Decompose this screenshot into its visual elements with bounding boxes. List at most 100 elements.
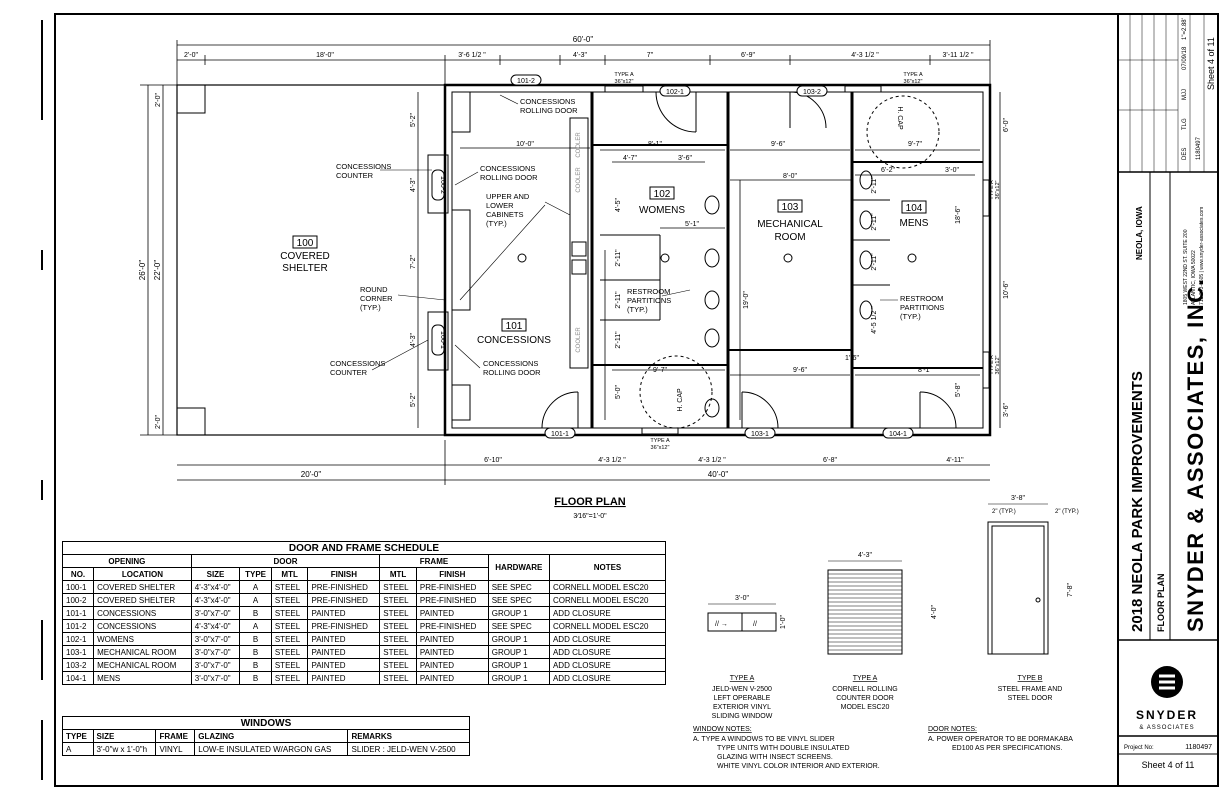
dim-inner-28: 5'-8" xyxy=(955,383,962,397)
room-101-name: CONCESSIONS xyxy=(477,335,551,346)
door-cell: STEEL xyxy=(270,671,309,685)
project-no-label: Project No: xyxy=(1124,745,1154,751)
snyder-logo-icon: SNYDER & ASSOCIATES xyxy=(1136,666,1196,731)
dim-inner-8: 3'-0" xyxy=(945,167,959,174)
door-col-2: SIZE xyxy=(190,567,241,581)
project-title: 2018 NEOLA PARK IMPROVEMENTS xyxy=(1129,371,1146,632)
door-cell: PAINTED xyxy=(307,645,381,659)
door-cell: A xyxy=(239,593,272,607)
room-102-num: 102 xyxy=(654,189,671,200)
dim-bottom-3: 4'-3 1/2 " xyxy=(598,457,626,464)
dim-inner-31: 2'-11" xyxy=(871,213,878,231)
door-cell: STEEL xyxy=(379,606,417,620)
detail-sd-desc-1: STEEL DOOR xyxy=(1008,695,1053,702)
drawing-name: FLOOR PLAN xyxy=(1156,574,1166,633)
detail-sd-dim-h: 7'-8" xyxy=(1067,583,1074,597)
door-cell: COVERED SHELTER xyxy=(93,593,192,607)
dim-top-1: 18'-0" xyxy=(316,52,334,59)
door-cell: PRE-FINISHED xyxy=(415,619,489,633)
door-cell: ADD CLOSURE xyxy=(548,645,667,659)
door-cell: PAINTED xyxy=(307,632,381,646)
door-cell: PAINTED xyxy=(307,671,381,685)
door-cell: STEEL xyxy=(379,671,417,685)
dim-inner-20: 2'-11" xyxy=(615,249,622,267)
wtag-3-size: 36"x12" xyxy=(651,445,670,451)
firm-address-3: 712-243-6505 | www.snyder-associates.com xyxy=(1199,207,1205,305)
dim-inner-0: 10'-0" xyxy=(516,141,534,148)
group-door: DOOR xyxy=(190,554,381,568)
dimension-lines xyxy=(140,40,1001,485)
firm-name: SNYDER & ASSOCIATES, INC. xyxy=(1183,278,1208,632)
detail-window-typeA: 3'-0" // → // 1'-0" TYPE A JELD-WEN V-25… xyxy=(707,595,787,720)
dim-inner-2: 9'-6" xyxy=(771,141,785,148)
windows-title: WINDOWS xyxy=(62,716,470,730)
note-part-m-0: RESTROOM xyxy=(900,294,943,303)
door-cell: B xyxy=(239,658,272,672)
door-cell: MENS xyxy=(93,671,192,685)
door-cell: 100-2 xyxy=(61,593,95,607)
group-opening: OPENING xyxy=(62,554,192,568)
door-cell: 3'-0"x7'-0" xyxy=(190,632,241,646)
wtag-4-size: 36"x12" xyxy=(995,181,1001,200)
tag-102-1: 102-1 xyxy=(666,89,684,96)
room-100-name: COVERED xyxy=(280,251,329,262)
door-cell: MECHANICAL ROOM xyxy=(93,645,192,659)
project-location: NEOLA, IOWA xyxy=(1135,206,1144,260)
door-cell: 100-1 xyxy=(61,580,95,594)
plan-scale: 3⁄16"=1'-0" xyxy=(573,513,607,520)
detail-rd-dim-h: 4'-0" xyxy=(931,605,938,619)
door-cell: STEEL xyxy=(379,645,417,659)
door-cell: CORNELL MODEL ESC20 xyxy=(548,619,667,633)
door-cell: 101-1 xyxy=(61,606,95,620)
door-frame-schedule: DOOR AND FRAME SCHEDULE OPENING DOOR FRA… xyxy=(61,541,667,685)
note-round-1: CORNER xyxy=(360,294,393,303)
group-notes: NOTES xyxy=(548,554,667,581)
dim-top-3: 4'-3" xyxy=(573,52,587,59)
door-cell: 3'-0"x7'-0" xyxy=(190,658,241,672)
door-cell: 103-1 xyxy=(61,645,95,659)
door-cell: B xyxy=(239,645,272,659)
detail-win-dim-w: 3'-0" xyxy=(735,595,749,602)
window-col-1: SIZE xyxy=(92,729,157,743)
rev-cell-0: DES xyxy=(1182,148,1188,160)
window-cell: 3'-0"w x 1'-0"h xyxy=(92,742,157,756)
door-cell: STEEL xyxy=(379,619,417,633)
firm-address-1: 1805 WEST 22ND ST. SUITE 200 xyxy=(1183,229,1189,305)
note-rolling-mid: CONCESSIONS xyxy=(480,164,535,173)
tag-101-1: 101-1 xyxy=(551,431,569,438)
door-col-7: FINISH xyxy=(415,567,489,581)
detail-win-desc-2: EXTERIOR VINYL xyxy=(713,704,771,711)
door-cell: PRE-FINISHED xyxy=(307,580,381,594)
window-tags: TYPE A 36"x12" TYPE A 36"x12" TYPE A 36"… xyxy=(614,72,1001,451)
dim-inner-9: 5'-1" xyxy=(685,221,699,228)
dim-bottom-1: 40'-0" xyxy=(708,470,729,479)
door-cell: PAINTED xyxy=(415,606,489,620)
hcap-mens: H. CAP xyxy=(896,106,903,130)
rev-cells: DES TLG MJJ 07/09/18 1"=2.88' 1180497 Sh… xyxy=(1182,18,1216,160)
door-cell: 4'-3"x4'-0" xyxy=(190,580,241,594)
detail-win-desc-0: JELD-WEN V-2500 xyxy=(712,686,772,693)
dim-inner-25: 6'-0" xyxy=(1003,118,1010,132)
dim-inner-5: 3'-6" xyxy=(678,155,692,162)
dim-inner-29: 3'-6" xyxy=(1003,403,1010,417)
dim-inner-30: 2'-11" xyxy=(871,176,878,194)
hcap-womens: H. CAP xyxy=(677,388,684,412)
door-cell: SEE SPEC xyxy=(487,580,550,594)
dim-inner-27: 10'-6" xyxy=(1003,281,1010,299)
door-col-1: LOCATION xyxy=(93,567,192,581)
door-col-4: MTL xyxy=(270,567,309,581)
door-note-0: A. POWER OPERATOR TO BE DORMAKABA xyxy=(928,736,1073,743)
door-cell: PAINTED xyxy=(415,645,489,659)
room-102-name: WOMENS xyxy=(639,205,685,216)
door-cell: PAINTED xyxy=(415,658,489,672)
dim-inner-16: 7'-2" xyxy=(410,255,417,269)
